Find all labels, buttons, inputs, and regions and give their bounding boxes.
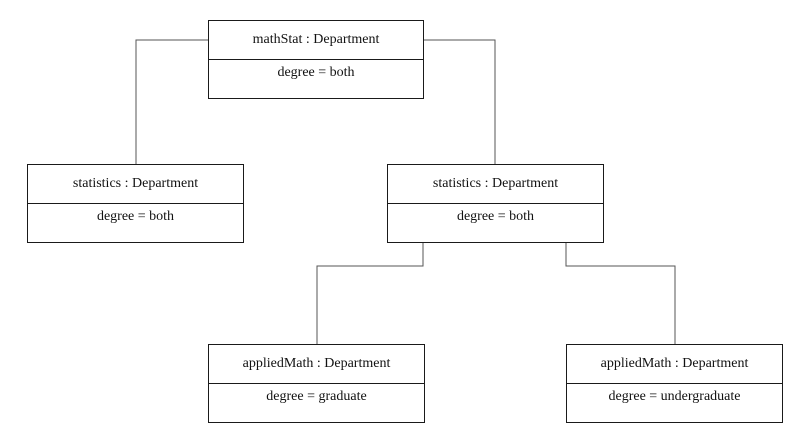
object-attribute: degree = both: [277, 65, 355, 80]
object-attribute: degree = both: [96, 209, 175, 224]
object-name: statistics : Department: [28, 165, 243, 204]
object-mathstat: mathStat : Department degree = both: [208, 20, 424, 99]
object-appliedmath-undergraduate: appliedMath : Department degree = underg…: [566, 344, 783, 423]
link-mathstat-statistics-right: [424, 39, 496, 164]
object-name: appliedMath : Department: [567, 345, 782, 384]
object-name: mathStat : Department: [209, 21, 423, 60]
object-attribute: degree = graduate: [266, 389, 367, 404]
object-statistics-left: statistics : Department degree = both: [27, 164, 244, 243]
link-mathstat-statistics-left: [135, 39, 208, 164]
object-appliedmath-graduate: appliedMath : Department degree = gradua…: [208, 344, 425, 423]
object-attribute: degree = both: [456, 209, 535, 224]
link-statistics-appliedmath-undergraduate: [565, 242, 676, 344]
object-attribute: degree = undergraduate: [608, 389, 741, 404]
object-name: appliedMath : Department: [209, 345, 424, 384]
object-statistics-right: statistics : Department degree = both: [387, 164, 604, 243]
link-statistics-appliedmath-graduate: [316, 242, 424, 344]
object-name: statistics : Department: [388, 165, 603, 204]
